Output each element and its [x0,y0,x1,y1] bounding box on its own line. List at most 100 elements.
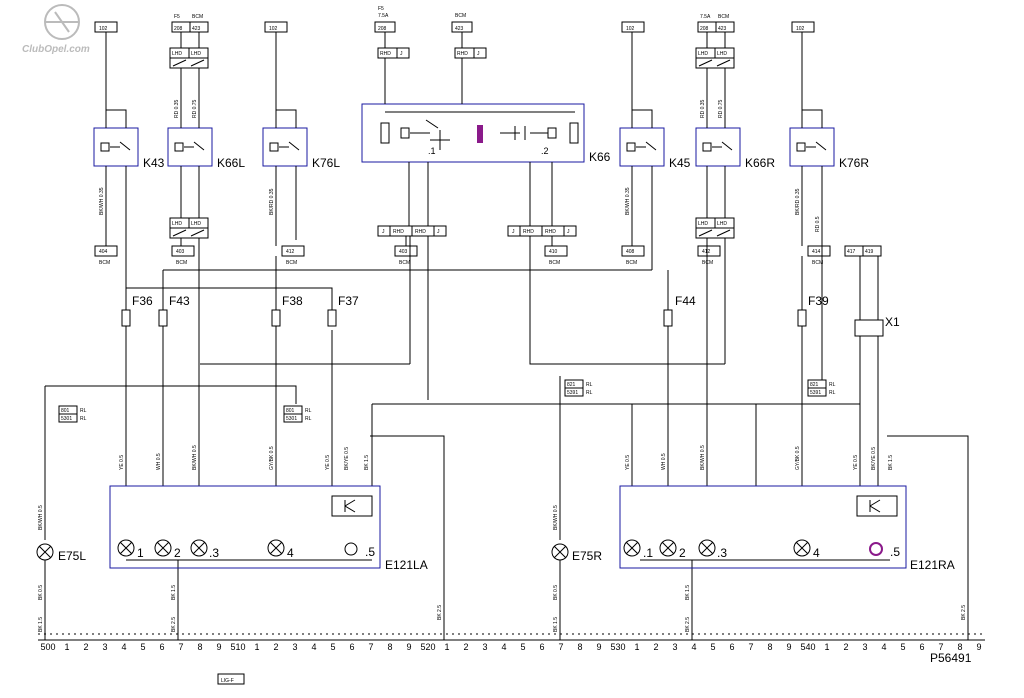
scale-tick-label: 1 [824,642,829,652]
splice-right-b: 5391 [810,390,821,396]
top-feeds: 102 208 423 F5 BCM 102 208 F5 7.5A 423 B… [94,6,815,33]
wire-color: BK 1.5 [364,455,370,470]
rhd-tag: RHD [415,229,426,235]
scale-tick-label: 7 [938,642,943,652]
relay-k66-label: K66 [589,150,611,164]
relays: K43 K66L K76L .1 .2 K66 K45 K66R K76R [93,103,869,170]
scale-tick-label: 9 [786,642,791,652]
wire-color: RD 0.35 [700,99,706,118]
fuse-f44: F44 [675,294,696,308]
wire-color: BK/WH 0.5 [700,445,706,470]
j-tag: J [382,229,385,235]
rhd-tag: RHD [393,229,404,235]
wire-color: BK/WH 0.5 [553,505,559,530]
wire-color: WH 0.5 [156,453,162,470]
splice-boxes: 801 5301 RL RL 801 5301 RL RL 821 5391 R… [58,379,836,423]
scale-tick-label: 2 [273,642,278,652]
rl-tag: RL [586,382,593,388]
bcm-tag: BCM [812,260,823,266]
bcm-tag: BCM [626,260,637,266]
lamp-3: .3 [209,546,219,560]
scale-tick-label: 9 [976,642,981,652]
wire-color: BK 1.5 [38,617,44,632]
scale-tick-label: 1 [444,642,449,652]
scale-tick-label: 7 [558,642,563,652]
lamp-unit-right-label: E121RA [910,558,955,572]
scale-tick-label: 6 [919,642,924,652]
bcm-tag-left: BCM [192,14,203,20]
lamp-e75r: E75R [551,543,602,563]
wire-color: BK 1.5 [685,585,691,600]
splice-center-b: 5391 [567,390,578,396]
feed-k66r-b: 423 [718,26,727,32]
k66-contact-2: .2 [541,146,549,156]
lamp-2: 2 [679,546,686,560]
scale-tick-label: 9 [406,642,411,652]
lamp-e75l: E75L [36,543,86,563]
scale-tick-label: 1 [64,642,69,652]
bcm-tag: BCM [286,260,297,266]
wire-color: YE 0.5 [325,455,331,470]
scale-tick-label: 5 [520,642,525,652]
scale-tick-label: 6 [349,642,354,652]
footer-tag: LIG-F [221,678,234,684]
splice-center-a: 821 [567,382,576,388]
scale-tick-label: 2 [653,642,658,652]
rl-tag: RL [80,408,87,414]
scale-tick-label: 3 [672,642,677,652]
lamp-e75l-label: E75L [58,549,86,563]
scale-tick-label: 6 [159,642,164,652]
splice-right-a: 821 [810,382,819,388]
feed-k66l-b: 423 [192,26,201,32]
feed-lsw-b: 419 [865,249,874,255]
feed-out-k66l: 403 [176,249,185,255]
wire-color: YE 0.5 [625,455,631,470]
scale-tick-label: 5 [900,642,905,652]
feed-k76r: 102 [796,26,805,32]
splice-left-a: 801 [61,408,70,414]
connector-x1: X1 [854,315,900,337]
scale-tick-label: 9 [596,642,601,652]
clubopel-logo: ClubOpel.com [22,4,90,55]
lamp-5: .5 [890,545,900,559]
feed-out-k76r: 414 [812,249,821,255]
lhd-tag: LHD [698,51,708,57]
scale-tick-label: 540 [800,642,815,652]
wire-color: BK 1.5 [553,617,559,632]
scale-tick-label: 8 [387,642,392,652]
wire-color: YE 0.5 [119,455,125,470]
lhd-tag: LHD [717,221,727,227]
rl-tag: RL [305,408,312,414]
relay-k45-label: K45 [669,156,691,170]
rhd-tag: RHD [523,229,534,235]
lhd-tag: LHD [191,51,201,57]
scale-tick-label: 510 [230,642,245,652]
relay-k76l-label: K76L [312,156,340,170]
feed-k66-a: 208 [378,26,387,32]
fuse-tag-left: F5 [174,14,180,20]
relay-k76r-label: K76R [839,156,869,170]
rl-tag: RL [829,382,836,388]
bcm-tag: BCM [99,260,110,266]
feed-out-k66-right: 410 [549,249,558,255]
feed-k66-b: 423 [455,26,464,32]
wire-color: BK/RD 0.35 [269,188,275,215]
rl-tag: RL [305,416,312,422]
fuse-tag-right: 7.5A [700,14,711,20]
scale-tick-label: 7 [368,642,373,652]
rl-tag: RL [586,390,593,396]
lamp-1: 1 [137,546,144,560]
fuse-f37: F37 [338,294,359,308]
scale-tick-label: 520 [420,642,435,652]
lamp-5: .5 [365,545,375,559]
relay-k43-label: K43 [143,156,165,170]
j-tag: J [512,229,515,235]
lamp-unit-right: .1 2 .3 4 .5 E121RA [619,485,955,572]
scale-tick-label: 4 [691,642,696,652]
wire-color-labels: YE 0.5 WH 0.5 BK/WH 0.5 GY/BK 0.5 YE 0.5… [38,99,967,632]
scale-tick-label: 2 [843,642,848,652]
